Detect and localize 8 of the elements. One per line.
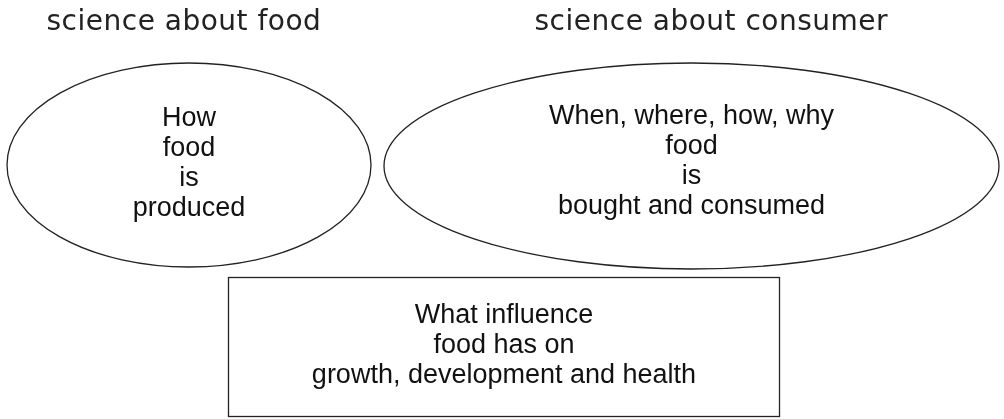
ellipse-shape (383, 62, 1000, 270)
body-text: When, where, how, why food is bought and consumed (547, 100, 836, 220)
ellipse-shape (6, 62, 372, 268)
heading-text: science about food (46, 4, 322, 37)
rectangle-box (228, 277, 780, 417)
body-text: How food is produced (131, 102, 247, 222)
heading-text: science about consumer (534, 4, 889, 37)
body-text: What influence food has on growth, development and health (310, 299, 698, 389)
